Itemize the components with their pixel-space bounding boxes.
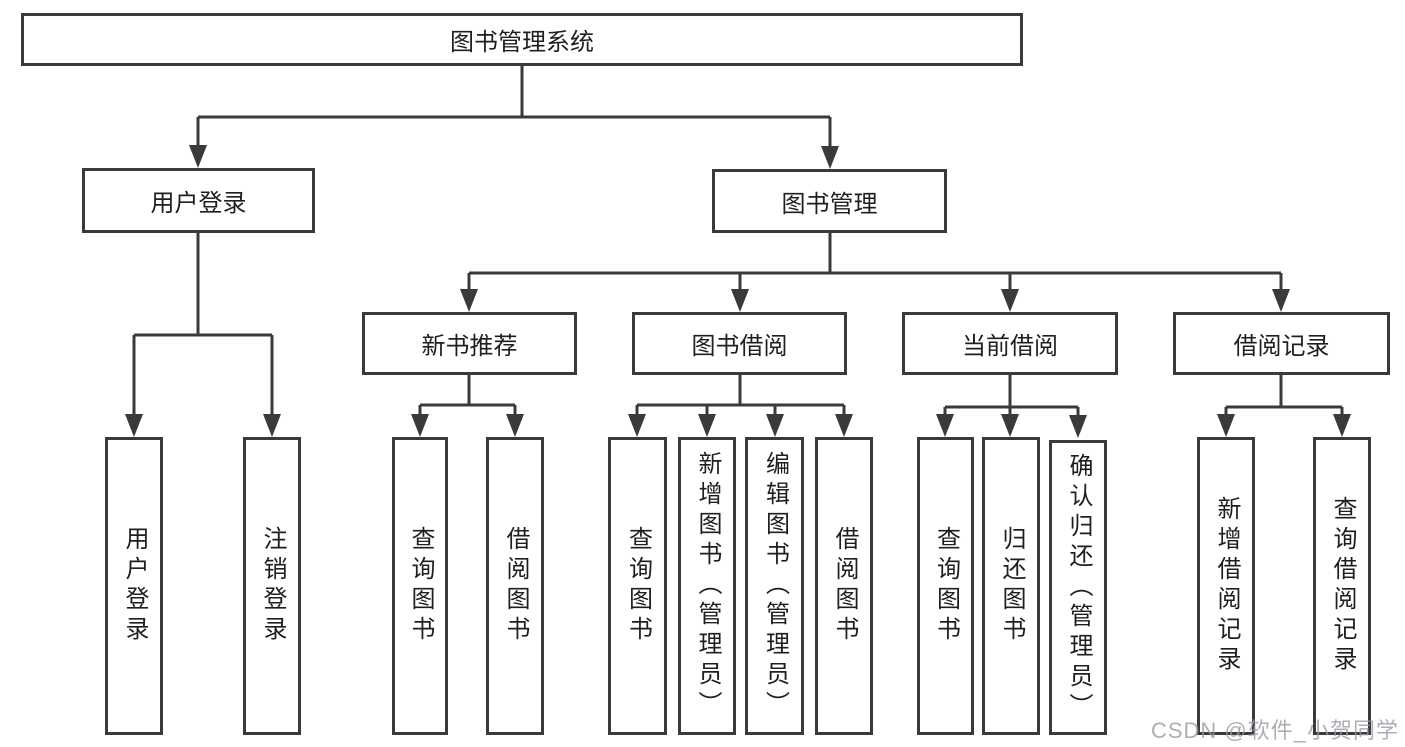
arrow-down-icon xyxy=(1272,289,1290,312)
arrow-down-icon xyxy=(821,146,839,169)
node-label: 查询图书 xyxy=(407,526,434,646)
node-leaf-logout: 注销登录 xyxy=(243,437,301,735)
arrow-down-icon xyxy=(731,289,749,312)
node-label: 查询图书 xyxy=(624,526,652,646)
node-leaf-borrow-books: 借阅图书 xyxy=(486,437,544,735)
arrow-down-icon xyxy=(628,414,646,437)
node-leaf-query-books: 查询图书 xyxy=(917,437,974,735)
node-label: 图书管理 xyxy=(781,190,878,218)
connector-root-to-level2 xyxy=(196,66,832,148)
arrow-down-icon xyxy=(411,414,429,437)
node-leaf-query-books: 查询图书 xyxy=(392,437,448,735)
node-label: 归还图书 xyxy=(998,526,1025,646)
node-label: 确认归还（管理员） xyxy=(1065,452,1092,723)
node-label: 新增图书（管理员） xyxy=(694,451,721,721)
arrowheads xyxy=(125,145,1351,438)
node-label: 当前借阅 xyxy=(962,333,1058,360)
arrow-down-icon xyxy=(766,414,784,437)
arrow-down-icon xyxy=(936,414,954,437)
connector-borrow-to-leaves xyxy=(635,375,846,417)
arrow-down-icon xyxy=(1001,289,1019,312)
node-label: 查询图书 xyxy=(932,526,960,646)
node-leaf-user-login: 用户登录 xyxy=(105,437,163,735)
node-library-system: 图书管理系统 xyxy=(21,13,1023,66)
node-label: 注销登录 xyxy=(259,526,286,646)
node-label: 用户登录 xyxy=(150,190,247,217)
node-leaf-edit-book-admin: 编辑图书（管理员） xyxy=(745,437,804,735)
connector-mgmt-to-level3 xyxy=(467,233,1283,292)
node-label: 编辑图书（管理员） xyxy=(761,451,789,721)
connector-current-to-leaves xyxy=(943,375,1080,418)
arrow-down-icon xyxy=(1001,414,1019,437)
node-book-management: 图书管理 xyxy=(712,169,947,233)
node-new-book-recommend: 新书推荐 xyxy=(362,312,577,375)
connector-records-to-leaves xyxy=(1224,375,1344,417)
node-label: 新增借阅记录 xyxy=(1213,496,1240,676)
node-label: 查询借阅记录 xyxy=(1329,496,1356,676)
node-leaf-add-book-admin: 新增图书（管理员） xyxy=(678,437,736,735)
node-leaf-query-borrow-record: 查询借阅记录 xyxy=(1313,437,1371,735)
node-leaf-query-books: 查询图书 xyxy=(608,437,667,735)
node-label: 借阅图书 xyxy=(502,526,529,646)
node-label: 用户登录 xyxy=(121,526,148,646)
node-label: 借阅记录 xyxy=(1233,333,1330,360)
node-borrow-records: 借阅记录 xyxy=(1173,312,1390,375)
csdn-watermark: CSDN @软件_小贺同学 xyxy=(1150,718,1399,743)
connector-newbook-to-leaves xyxy=(418,375,517,417)
node-label: 图书借阅 xyxy=(691,333,788,360)
node-book-borrow: 图书借阅 xyxy=(632,312,847,375)
node-leaf-return-books: 归还图书 xyxy=(982,437,1040,735)
node-label: 图书管理系统 xyxy=(450,29,594,56)
arrow-down-icon xyxy=(1333,414,1351,437)
arrow-down-icon xyxy=(125,414,143,437)
arrow-down-icon xyxy=(835,414,853,437)
node-label: 借阅图书 xyxy=(831,526,858,646)
arrow-down-icon xyxy=(189,145,207,168)
node-leaf-add-borrow-record: 新增借阅记录 xyxy=(1197,437,1255,735)
arrow-down-icon xyxy=(506,414,524,437)
node-user-login: 用户登录 xyxy=(82,168,315,233)
arrow-down-icon xyxy=(1217,414,1235,437)
node-current-borrow: 当前借阅 xyxy=(902,312,1118,375)
node-leaf-confirm-return-admin: 确认归还（管理员） xyxy=(1049,440,1107,735)
node-label: 新书推荐 xyxy=(421,333,518,360)
arrow-down-icon xyxy=(460,289,478,312)
node-leaf-borrow-books: 借阅图书 xyxy=(815,437,873,735)
arrow-down-icon xyxy=(263,414,281,437)
arrow-down-icon xyxy=(698,414,716,437)
arrow-down-icon xyxy=(1069,415,1087,438)
connector-login-to-leaves xyxy=(132,233,274,417)
